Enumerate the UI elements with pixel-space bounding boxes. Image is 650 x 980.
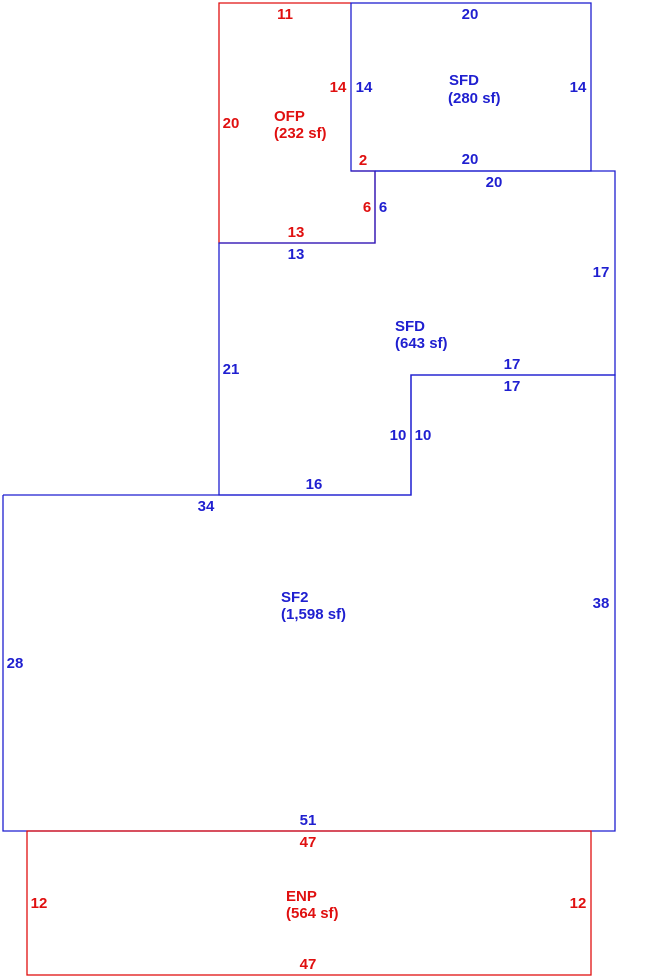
dim-sfd-top-left: 14 bbox=[356, 79, 373, 96]
area-enp-code: ENP bbox=[286, 888, 317, 905]
dim-ofp-top: 11 bbox=[277, 6, 293, 23]
dim-sfd-mid-inner: 6 bbox=[379, 199, 387, 216]
dim-sfd-top-top: 20 bbox=[462, 6, 479, 23]
dim-enp-right: 12 bbox=[570, 895, 587, 912]
dim-sf2-left: 28 bbox=[7, 655, 24, 672]
dim-sf2-bottom: 51 bbox=[300, 812, 317, 829]
dim-ofp-right: 14 bbox=[330, 79, 347, 96]
area-sfd-mid-code: SFD bbox=[395, 318, 425, 335]
dim-ofp-bottom: 13 bbox=[288, 224, 305, 241]
dim-sfd-mid-top-left: 13 bbox=[288, 246, 305, 263]
area-sf2-size: (1,598 sf) bbox=[281, 606, 346, 623]
dim-sfd-mid-right: 17 bbox=[593, 264, 610, 281]
dim-enp-top: 47 bbox=[300, 834, 317, 851]
dim-sfd-mid-bottom: 16 bbox=[306, 476, 323, 493]
dim-enp-left: 12 bbox=[31, 895, 48, 912]
area-sfd-top-size: (280 sf) bbox=[448, 90, 501, 107]
dim-sf2-step-left: 10 bbox=[415, 427, 432, 444]
area-ofp-size: (232 sf) bbox=[274, 125, 327, 142]
area-sfd-top-code: SFD bbox=[449, 72, 479, 89]
dim-sf2-right: 38 bbox=[593, 595, 610, 612]
dim-sfd-mid-step-left: 10 bbox=[390, 427, 407, 444]
dim-sf2-step-top: 17 bbox=[504, 378, 521, 395]
dim-sfd-mid-left: 21 bbox=[223, 361, 240, 378]
dim-ofp-notch: 2 bbox=[359, 152, 367, 169]
sf2-outline bbox=[2, 374, 616, 832]
enp-outline bbox=[26, 830, 592, 976]
area-sf2-code: SF2 bbox=[281, 589, 309, 606]
dim-sfd-top-right: 14 bbox=[570, 79, 587, 96]
area-sfd-mid-size: (643 sf) bbox=[395, 335, 448, 352]
dim-enp-bottom: 47 bbox=[300, 956, 317, 973]
dim-sf2-top: 34 bbox=[198, 498, 215, 515]
dim-sfd-mid-top: 20 bbox=[486, 174, 503, 191]
dim-ofp-left: 20 bbox=[223, 115, 240, 132]
dim-ofp-inner: 6 bbox=[363, 199, 371, 216]
area-ofp-code: OFP bbox=[274, 108, 305, 125]
area-enp-size: (564 sf) bbox=[286, 905, 339, 922]
dim-sfd-mid-step-top: 17 bbox=[504, 356, 521, 373]
dim-sfd-top-bottom: 20 bbox=[462, 151, 479, 168]
